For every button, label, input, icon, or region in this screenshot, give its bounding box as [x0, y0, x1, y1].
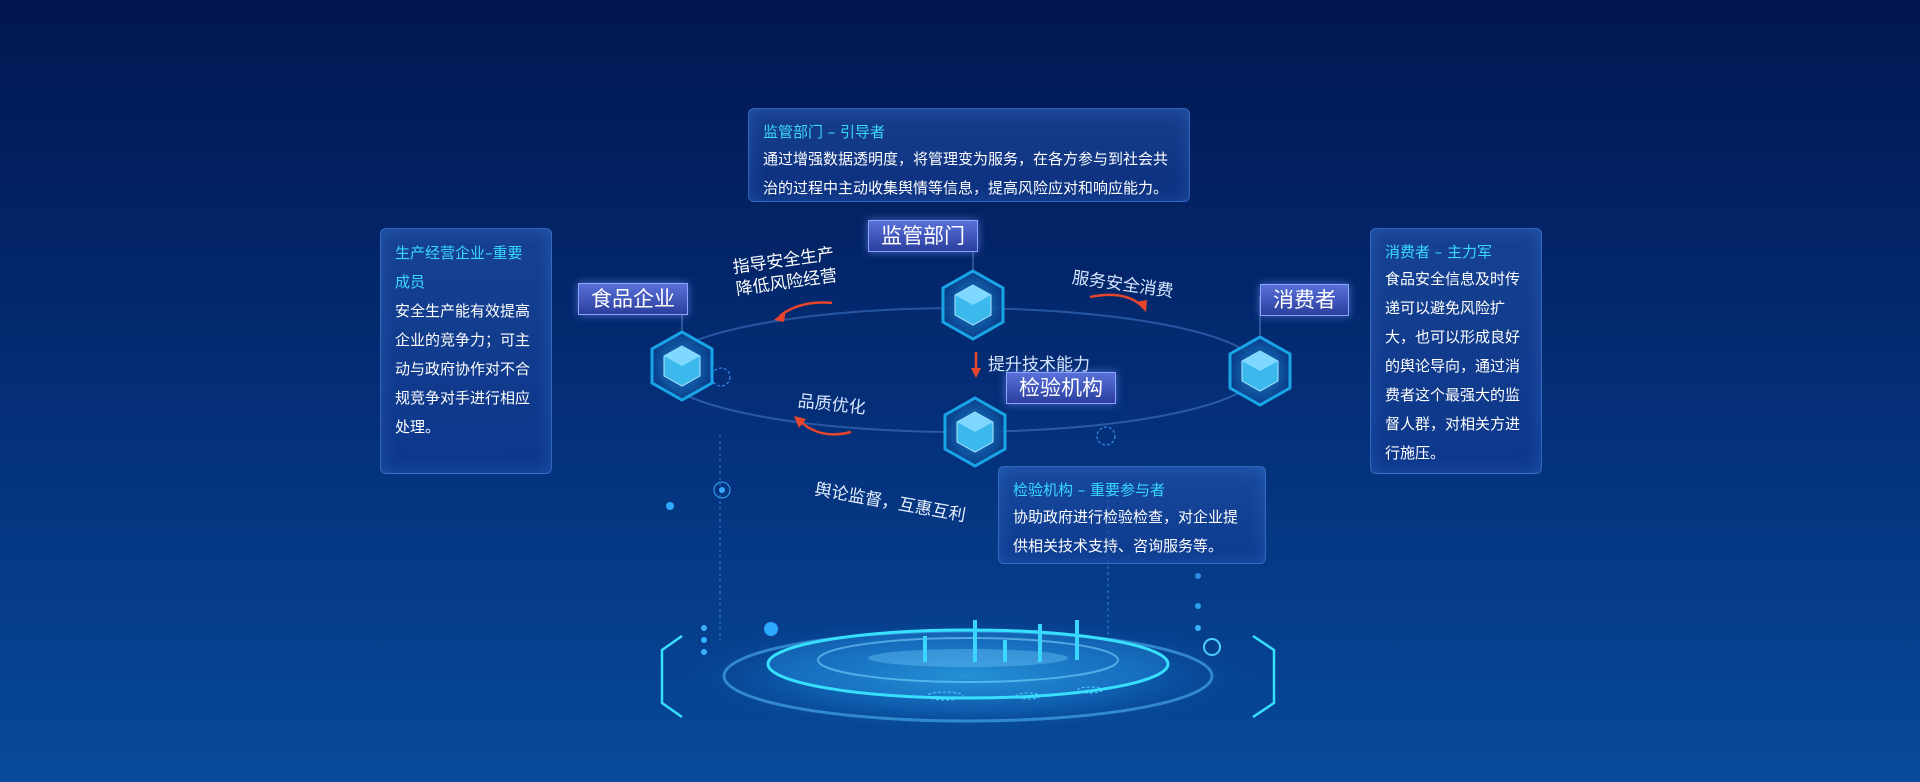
- node-hex-regulator: [941, 269, 1005, 341]
- node-label-regulator: 监管部门: [868, 220, 978, 252]
- panel-enterprise-title: 生产经营企业–重要成员: [395, 244, 523, 291]
- node-label-consumer: 消费者: [1260, 284, 1349, 316]
- decor-dot: [666, 502, 674, 510]
- arrow-head: [1136, 300, 1147, 312]
- decor-dot: [1195, 603, 1201, 609]
- panel-regulator: 监管部门 – 引导者 通过增强数据透明度，将管理变为服务，在各方参与到社会共治的…: [748, 108, 1190, 202]
- decor-dot: [719, 487, 725, 493]
- decor-circle: [1096, 426, 1116, 446]
- panel-inspection: 检验机构 – 重要参与者 协助政府进行检验检查，对企业提供相关技术支持、咨询服务…: [998, 466, 1266, 564]
- decor-circle: [713, 481, 731, 499]
- arrow-head: [794, 416, 806, 428]
- arrow-head: [774, 310, 786, 322]
- node-hex-consumer: [1228, 335, 1292, 407]
- panel-inspection-body: 协助政府进行检验检查，对企业提供相关技术支持、咨询服务等。: [1013, 508, 1239, 555]
- decor-dot: [701, 625, 707, 631]
- decor-dot: [701, 649, 707, 655]
- panel-consumer-body: 食品安全信息及时传递可以避免风险扩大，也可以形成良好的舆论导向，通过消费者这个最…: [1385, 270, 1521, 462]
- decor-dot: [701, 637, 707, 643]
- flow-label-tech: 提升技术能力: [988, 355, 1090, 375]
- panel-enterprise: 生产经营企业–重要成员 安全生产能有效提高企业的竞争力；可主动与政府协作对不合规…: [380, 228, 552, 474]
- panel-consumer: 消费者 – 主力军 食品安全信息及时传递可以避免风险扩大，也可以形成良好的舆论导…: [1370, 228, 1542, 474]
- arrow-quality: [799, 420, 852, 436]
- decor-dot: [1195, 573, 1201, 579]
- decor-dot: [1195, 625, 1201, 631]
- panel-inspection-title: 检验机构 – 重要参与者: [1013, 481, 1166, 499]
- decor-circle: [711, 367, 731, 387]
- panel-regulator-body: 通过增强数据透明度，将管理变为服务，在各方参与到社会共治的过程中主动收集舆情等信…: [763, 150, 1169, 197]
- base-platform: [660, 620, 1276, 732]
- panel-regulator-title: 监管部门 – 引导者: [763, 123, 886, 141]
- panel-consumer-title: 消费者 – 主力军: [1385, 243, 1493, 261]
- panel-enterprise-body: 安全生产能有效提高企业的竞争力；可主动与政府协作对不合规竞争对手进行相应处理。: [395, 302, 531, 436]
- decor-dot: [764, 622, 778, 636]
- node-hex-inspection: [943, 396, 1007, 468]
- node-label-enterprise: 食品企业: [578, 283, 688, 315]
- arrow-head: [971, 368, 981, 378]
- node-hex-enterprise: [650, 330, 714, 402]
- node-label-inspection: 检验机构: [1006, 372, 1116, 404]
